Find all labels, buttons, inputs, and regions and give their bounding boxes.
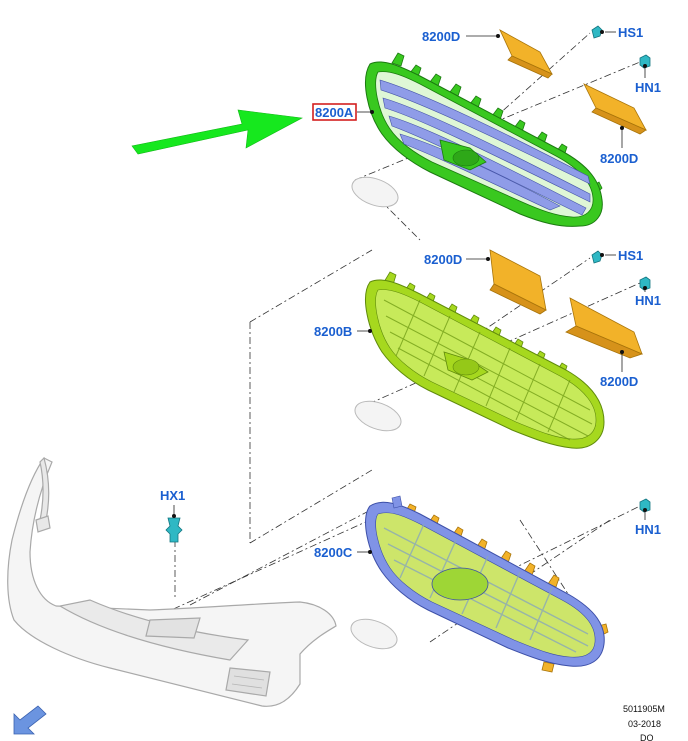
callout-hx1[interactable]: HX1	[160, 488, 185, 503]
callout-hn1-mid[interactable]: HN1	[635, 293, 661, 308]
emblem-covers	[350, 176, 402, 650]
arrow-back-blue-icon	[13, 705, 47, 735]
highlight-box	[312, 103, 357, 121]
callout-8200d-mid-1[interactable]: 8200D	[424, 252, 462, 267]
callout-8200b[interactable]: 8200B	[314, 324, 352, 339]
drawing-date: 03-2018	[628, 719, 661, 729]
callout-8200d-top-1[interactable]: 8200D	[422, 29, 460, 44]
bumper-cover	[7, 456, 337, 707]
leader-lines	[172, 30, 647, 554]
drawing-code: DO	[640, 733, 654, 741]
fasteners	[165, 25, 651, 543]
brackets-8200d-upper	[499, 29, 647, 135]
grille-8200a	[365, 52, 603, 227]
callout-hs1-top[interactable]: HS1	[618, 25, 643, 40]
grille-8200b	[365, 271, 605, 449]
callout-hs1-mid[interactable]: HS1	[618, 248, 643, 263]
callout-hn1-top[interactable]: HN1	[635, 80, 661, 95]
callout-8200d-mid-2[interactable]: 8200D	[600, 374, 638, 389]
callout-hn1-bottom[interactable]: HN1	[635, 522, 661, 537]
drawing-id: 5011905M	[623, 704, 665, 714]
callout-8200d-top-2[interactable]: 8200D	[600, 151, 638, 166]
arrow-right-green-icon	[131, 109, 303, 155]
callout-8200c[interactable]: 8200C	[314, 545, 353, 560]
callout-8200a[interactable]: 8200A	[315, 105, 354, 120]
grille-8200c	[365, 495, 609, 673]
brackets-8200d-lower	[489, 249, 644, 359]
